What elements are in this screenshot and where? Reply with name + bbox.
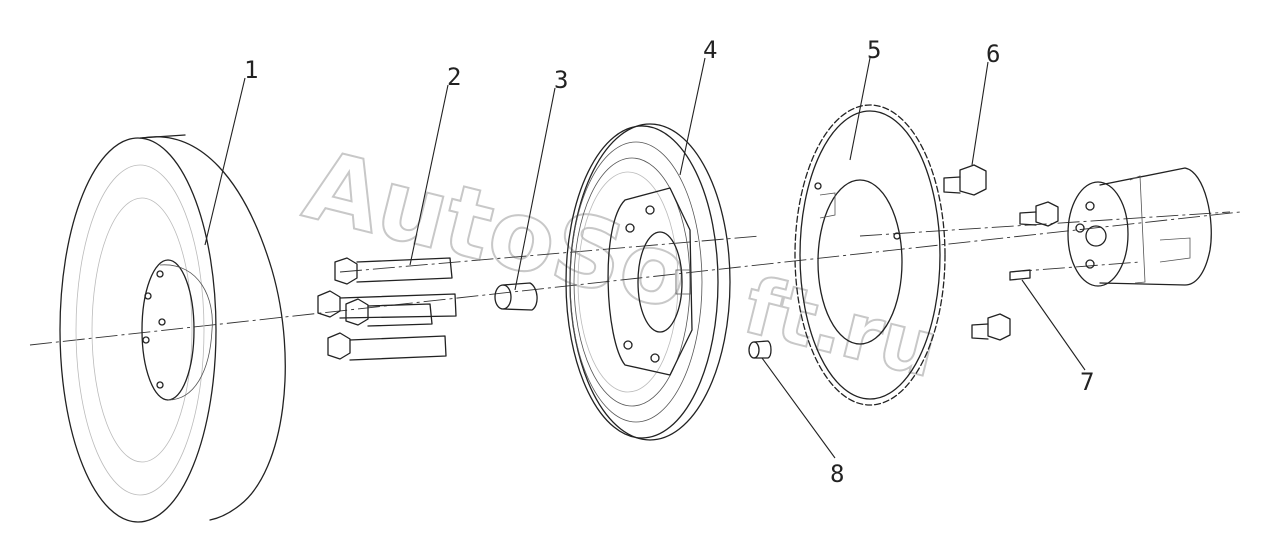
callout-1: 1: [244, 56, 258, 84]
flange-bolt: [943, 164, 987, 196]
part-5-teeth: [794, 104, 946, 406]
crank-hub-body: [1099, 167, 1212, 286]
bolt-head: [334, 257, 358, 285]
callout-8: 8: [830, 460, 844, 488]
part-1-damper: [59, 134, 286, 523]
part-4-hub: [607, 187, 693, 376]
upper-right-axis: [859, 211, 1231, 237]
bolt: [327, 332, 447, 361]
part-4-groove-3: [577, 171, 679, 393]
leader-2: [409, 84, 449, 266]
leader-4: [679, 57, 706, 176]
part-4-groove-1: [569, 141, 703, 423]
bolt-head: [345, 298, 369, 326]
part-1-hole: [144, 292, 152, 300]
part-4-key: [675, 269, 691, 295]
part-3-sleeve: [494, 282, 538, 311]
flange-bolt: [1019, 201, 1059, 227]
bolt-head: [317, 290, 341, 318]
part-3-body: [502, 282, 538, 311]
flange-bolt: [971, 313, 1011, 341]
part-1-face-ring-2: [91, 197, 193, 463]
flange-bolt-head: [1035, 201, 1059, 227]
part-8-bushing: [748, 340, 772, 359]
part-4-hole: [625, 223, 635, 233]
leader-lines: [204, 57, 1086, 459]
part-1-front-face: [59, 137, 217, 523]
crank-hub-face: [1067, 181, 1129, 287]
part-8-body: [753, 340, 772, 359]
part-1-face-ring-1: [75, 164, 205, 496]
part-1-hole: [142, 336, 150, 344]
leader-7: [1021, 279, 1086, 371]
crank-hub-hole: [1085, 259, 1095, 269]
leader-8: [761, 357, 836, 459]
part-7-pin: [1009, 269, 1031, 281]
callout-3: 3: [554, 66, 568, 94]
bolt: [317, 290, 457, 319]
part-4-pulley: [565, 123, 731, 441]
part-4-hole: [645, 205, 655, 215]
main-axis: [29, 211, 1241, 346]
crank-hub: [1067, 167, 1212, 287]
part-1-hole: [158, 318, 166, 326]
flange-bolt-shank: [971, 323, 989, 340]
part-7-body: [1009, 269, 1031, 281]
part-5-outer: [799, 110, 941, 400]
part-5-bore: [817, 179, 903, 345]
crank-hub-bore: [1085, 225, 1107, 247]
part-1-bore-inner: [159, 264, 213, 401]
bolt-shank: [339, 293, 457, 319]
bolt-head: [327, 332, 351, 360]
leader-1: [204, 77, 246, 246]
crank-hub-keyway: [1159, 237, 1191, 263]
bolt-shank: [356, 257, 453, 283]
bolt-shank: [349, 335, 447, 361]
leader-5: [849, 57, 871, 161]
callout-4: 4: [703, 36, 717, 64]
flange-bolt-shank: [943, 176, 961, 194]
part-4-bore: [637, 231, 683, 333]
bolt: [345, 298, 433, 327]
part-6-flange-bolts: [943, 164, 1059, 341]
pin-axis: [1009, 261, 1141, 273]
part-4-hole: [650, 353, 660, 363]
crank-hub-step: [1129, 175, 1146, 284]
part-5-notch: [819, 192, 836, 219]
bolt: [334, 257, 453, 285]
part-1-hole: [156, 270, 164, 278]
callout-labels: 1 2 3 4 5 6 7 8: [244, 36, 1094, 488]
leader-3: [514, 87, 556, 291]
leader-6: [971, 61, 989, 166]
flange-bolt-shank: [1019, 211, 1037, 226]
part-5-hole: [893, 232, 901, 240]
center-axes: [29, 211, 1241, 346]
part-5-sprocket: [794, 104, 946, 406]
callout-6: 6: [986, 40, 1000, 68]
part-1-hole: [156, 381, 164, 389]
part-4-rim-front: [565, 125, 719, 439]
flange-bolt-head: [987, 313, 1011, 341]
callout-7: 7: [1080, 368, 1094, 396]
part-1-rim-outer: [141, 136, 286, 521]
part-1-top-edge: [139, 134, 186, 139]
crank-hub-hole: [1075, 223, 1085, 233]
part-4-hole: [623, 340, 633, 350]
bolt-shank: [367, 303, 433, 327]
part-5-hole: [814, 182, 822, 190]
callout-5: 5: [867, 36, 881, 64]
callout-2: 2: [447, 63, 461, 91]
flange-bolt-head: [959, 164, 987, 196]
crank-hub-hole: [1085, 201, 1095, 211]
part-2-bolts: [317, 257, 457, 361]
